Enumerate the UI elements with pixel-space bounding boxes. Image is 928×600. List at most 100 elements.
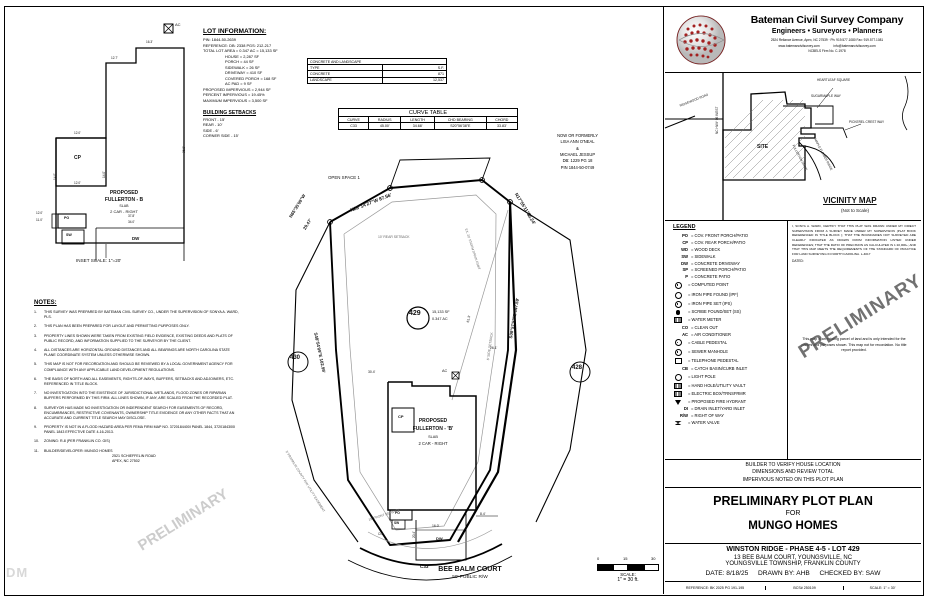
hatch-icon bbox=[674, 382, 682, 389]
bow-icon bbox=[674, 421, 682, 426]
curve-table-cell: 34.68' bbox=[400, 122, 435, 130]
setback-row: SIDE - 6' bbox=[203, 127, 219, 133]
legend-symbol-icon bbox=[668, 373, 688, 381]
builder-note-line: BUILDER TO VERIFY HOUSE LOCATION bbox=[745, 462, 841, 468]
inset-ac-label: AC bbox=[175, 22, 181, 27]
company-email[interactable]: info@batemancivilsurvey.com bbox=[833, 43, 876, 48]
lot-info-row: REFERENCE: DB: 2338 PGS: 212-217 bbox=[203, 42, 272, 48]
plan-ac-label: AC bbox=[442, 369, 448, 373]
company-website[interactable]: www.batemancivilsurvey.com bbox=[778, 43, 820, 48]
lot-info-row: AC PAD = 9 SF bbox=[225, 81, 252, 87]
inset-dim-6: 12.0' bbox=[74, 181, 81, 185]
legend-symbol-icon bbox=[668, 399, 688, 405]
legend-item: SW= SIDEWALK bbox=[668, 253, 787, 260]
concrete-table-cell: 12,537 bbox=[382, 76, 447, 84]
sq-icon bbox=[674, 358, 682, 365]
project-name: WINSTON RIDGE - PHASE 4-5 - LOT 429 bbox=[726, 546, 860, 553]
legend-text: = COV. REAR PORCH/PATIO bbox=[691, 239, 746, 245]
adjacent-lot-430: 430 bbox=[290, 355, 301, 361]
circ-icon bbox=[674, 291, 682, 299]
notes-block: NOTES: 1.THIS SURVEY WAS PREPARED BY BAT… bbox=[34, 300, 239, 464]
note-text: THIS PLAN HAS BEEN PREPARED FOR LAYOUT A… bbox=[44, 324, 190, 329]
lot-info-row: PIN: 1844-50-2639 bbox=[203, 37, 236, 42]
legend-abbrev: CP bbox=[682, 239, 688, 245]
adjoiner-line: LISA ANN O'NEAL bbox=[560, 139, 595, 145]
adjoiner-owner-block: NOW OR FORMERLY LISA ANN O'NEAL & MICHAE… bbox=[515, 133, 640, 171]
company-license: NCBELS Firm No. C-1978 bbox=[808, 49, 846, 53]
legend-item: = LIGHT POLE bbox=[668, 373, 787, 381]
legend-symbol-icon bbox=[668, 301, 688, 309]
globe-logo-icon bbox=[674, 13, 728, 67]
legend-symbol-icon bbox=[668, 339, 688, 347]
legend-item: = COMPUTED POINT bbox=[668, 282, 787, 290]
lot-area-sf: 15,133 SF bbox=[432, 310, 450, 314]
legend-symbol-icon bbox=[668, 291, 688, 299]
adjoiner-line: NOW OR FORMERLY bbox=[557, 133, 598, 138]
lot-info-row: PROPOSED IMPERVIOUS = 2,944 SF bbox=[203, 86, 271, 92]
drawing-scale: SCALE: 1" = 30' bbox=[869, 585, 896, 590]
job-number: BCS# 250109 bbox=[766, 585, 845, 590]
legend-text: = ELECTRIC BOX/TRNSFRMR bbox=[688, 391, 746, 397]
note-item: 11.BUILDER/DEVELOPER: MUNGO HOMES bbox=[34, 449, 239, 454]
setback-row: CORNER SIDE - 15' bbox=[203, 133, 239, 139]
open-space-label: OPEN SPACE 1 bbox=[328, 175, 360, 180]
scale-tick: 30 bbox=[651, 556, 656, 561]
legend-text: = WOOD DECK bbox=[691, 246, 721, 252]
builder-verify-note: BUILDER TO VERIFY HOUSE LOCATION DIMENSI… bbox=[665, 459, 921, 488]
legend-title: LEGEND bbox=[673, 224, 696, 230]
inset-dim-8: 11.0' bbox=[36, 218, 43, 222]
plan-house-line-3: SLAB bbox=[428, 435, 438, 439]
curve-table-cell: 33.83' bbox=[485, 122, 519, 130]
legend-text: = SIDEWALK bbox=[691, 253, 716, 259]
company-tagline: Engineers • Surveyors • Planners bbox=[771, 28, 883, 35]
plan-sw-label: SW bbox=[394, 521, 400, 525]
legend-item: = IRON PIPE FOUND (IPF) bbox=[668, 291, 787, 299]
note-item: 4.ALL DISTANCES ARE HORIZONTAL GROUND DI… bbox=[34, 348, 239, 358]
legend-abbrev: DI bbox=[683, 406, 688, 412]
inset-dim-2: 12.7' bbox=[111, 56, 118, 60]
plan-dim-6: 20.4' bbox=[412, 531, 416, 538]
vicinity-site-label: SITE bbox=[757, 144, 769, 150]
legend-symbol-icon bbox=[668, 317, 688, 324]
street-name-label: BEE BALM COURT bbox=[438, 566, 502, 573]
concrete-landscape-table: CONCRETE AND LANDSCAPE TYPE S.F. CONCRET… bbox=[307, 57, 447, 84]
circ-dot-icon bbox=[674, 301, 682, 309]
legend-item: CP= COV. REAR PORCH/PATIO bbox=[668, 239, 787, 246]
inset-dim-10: 34.0' bbox=[128, 220, 135, 224]
legend-abbrev: SP bbox=[682, 267, 688, 273]
plan-dim-3: 30.4' bbox=[368, 370, 376, 374]
legend-item: = TELEPHONE PEDESTAL bbox=[668, 358, 787, 365]
plan-dw-label: DW bbox=[436, 536, 443, 541]
inset-house-title-1: PROPOSED bbox=[109, 190, 139, 196]
inset-scale-label: INSET SCALE: 1"=20' bbox=[76, 258, 122, 263]
legend-text: = WATER VALVE bbox=[688, 419, 720, 425]
hatch-icon bbox=[674, 317, 682, 324]
legend-item: = WATER VALVE bbox=[668, 419, 787, 426]
builder-address-line: APEX, NC 27502 bbox=[112, 459, 140, 464]
note-item: 8.SURVEYOR HAS MADE NO INVESTIGATION OR … bbox=[34, 406, 239, 421]
house-inset-detail: AC CP PO SW DW PROPOSED FULLERTON - B SL… bbox=[36, 18, 196, 268]
note-item: 7.NO INVESTIGATION INTO THE EXISTENCE OF… bbox=[34, 391, 239, 401]
note-item: 5.THIS MAP IS NOT FOR RECORDATION AND SH… bbox=[34, 362, 239, 372]
legend-abbrev: DW bbox=[681, 260, 688, 266]
lot-information-block: LOT INFORMATION: PIN: 1844-50-2639 REFER… bbox=[203, 28, 353, 139]
plot-plan-title: PRELIMINARY PLOT PLAN bbox=[713, 494, 873, 508]
right-panel-divider bbox=[663, 6, 923, 594]
lot-info-row: COVERED PORCH = 168 SF bbox=[225, 75, 277, 81]
curve-c33-label: C33 bbox=[420, 564, 429, 569]
legend-symbol-icon bbox=[668, 310, 688, 315]
legend-symbol-icon bbox=[668, 421, 688, 426]
plan-co-label: CO bbox=[378, 532, 383, 536]
legend-text: = COMPUTED POINT bbox=[688, 282, 729, 288]
curve-table-title: CURVE TABLE bbox=[338, 107, 518, 118]
watermark: DM bbox=[6, 565, 29, 580]
plot-plan-for: FOR bbox=[785, 510, 801, 517]
curve-table-cell: S20°56'38"E bbox=[433, 122, 487, 130]
lot-info-row: TOTAL LOT AREA = 0.347 AC = 15,133 SF bbox=[203, 48, 278, 54]
legend-item: DW= CONCRETE DRIVEWAY bbox=[668, 260, 787, 267]
scale-value: 1" = 30 ft. bbox=[617, 577, 639, 583]
note-text: THE BASIS OF NORTH AND ALL EASEMENTS, RI… bbox=[44, 376, 235, 386]
legend-item: P= CONCRETE PATIO bbox=[668, 275, 787, 280]
legend-text: = SCRIBE FOUND/SET (SS) bbox=[688, 309, 741, 315]
